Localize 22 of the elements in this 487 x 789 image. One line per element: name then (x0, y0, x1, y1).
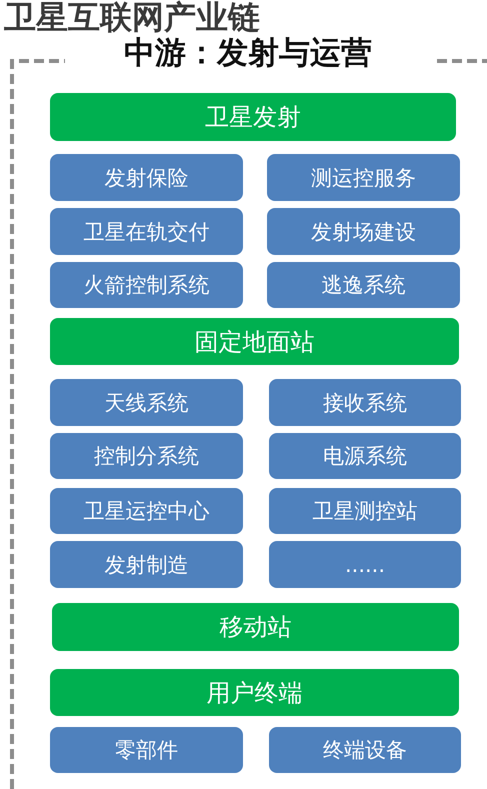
item-box: 控制分系统 (50, 433, 243, 479)
item-box: 逃逸系统 (267, 262, 460, 308)
item-box: 接收系统 (269, 379, 461, 426)
item-box: ...... (269, 541, 461, 588)
item-box: 电源系统 (269, 433, 461, 479)
diagram-title: 卫星互联网产业链 (4, 0, 260, 36)
item-box: 火箭控制系统 (50, 262, 243, 308)
item-box: 零部件 (50, 727, 243, 773)
item-box: 卫星运控中心 (50, 488, 243, 534)
item-box: 测运控服务 (267, 154, 460, 201)
item-box: 发射场建设 (267, 208, 460, 255)
category-bar: 移动站 (52, 603, 459, 651)
item-box: 卫星测控站 (269, 488, 461, 534)
section-heading: 中游：发射与运营 (124, 37, 372, 70)
category-bar: 卫星发射 (50, 93, 456, 141)
item-box: 天线系统 (50, 379, 243, 426)
item-box: 卫星在轨交付 (50, 208, 243, 255)
item-box: 发射保险 (50, 154, 243, 201)
item-box: 发射制造 (50, 541, 243, 588)
item-box: 终端设备 (269, 727, 461, 773)
category-bar: 固定地面站 (50, 318, 459, 365)
category-bar: 用户终端 (50, 669, 459, 716)
